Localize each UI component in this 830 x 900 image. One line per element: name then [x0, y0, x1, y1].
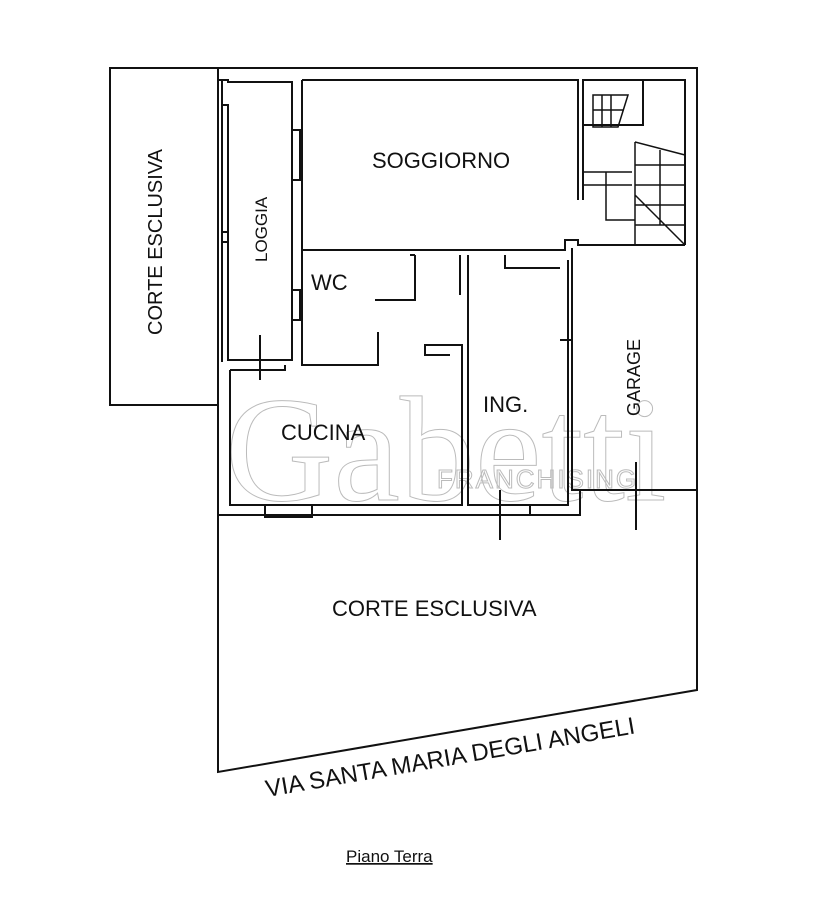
wc-walls	[301, 250, 416, 366]
watermark: Gabetti FRANCHISING	[225, 367, 668, 534]
loggia-walls	[218, 79, 293, 361]
loggia-label: LOGGIA	[252, 196, 271, 262]
cucina-label: CUCINA	[281, 420, 366, 445]
front-courtyard-label: CORTE ESCLUSIVA	[332, 596, 537, 621]
staircase	[582, 79, 686, 246]
soggiorno-label: SOGGIORNO	[372, 148, 510, 173]
property-boundary	[217, 67, 698, 774]
kitchen-walls	[229, 344, 463, 506]
ingresso-label: ING.	[483, 392, 528, 417]
street-label: VIA SANTA MARIA DEGLI ANGELI	[263, 713, 636, 803]
wc-label: WC	[311, 270, 348, 295]
garage-walls	[218, 248, 697, 516]
watermark-brand: Gabetti	[225, 367, 667, 533]
garage-label: GARAGE	[624, 339, 644, 416]
side-courtyard-label: CORTE ESCLUSIVA	[145, 148, 167, 335]
floor-label: Piano Terra	[346, 847, 433, 866]
